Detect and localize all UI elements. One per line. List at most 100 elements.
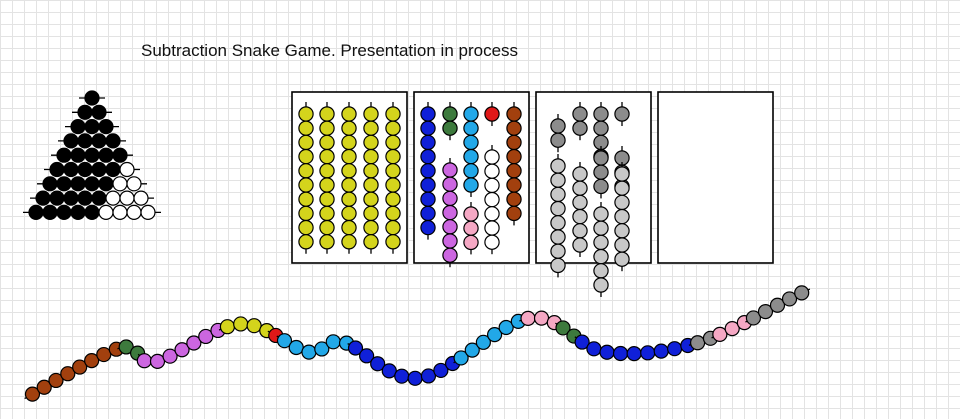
bead-yellow — [298, 134, 314, 151]
bead-light-gray — [572, 166, 588, 182]
bead-bar — [506, 102, 522, 226]
bead-pink — [724, 321, 740, 337]
bead-lavender — [442, 233, 458, 249]
bead-brown — [72, 359, 88, 375]
bead-gray — [572, 106, 588, 122]
snake-bar — [745, 285, 811, 326]
bead-dark-blue — [433, 362, 449, 379]
bead-gray — [614, 106, 630, 122]
bead-dark-green — [555, 320, 571, 336]
bead-yellow — [298, 163, 314, 179]
bead-brown — [506, 120, 522, 136]
bead-yellow — [385, 191, 401, 207]
bead-white — [484, 234, 500, 250]
bead-brown — [60, 366, 76, 382]
bead-light-gray — [593, 234, 609, 251]
bead-light-gray — [550, 257, 566, 274]
bead-white — [140, 204, 156, 220]
bead-white — [126, 204, 142, 220]
bead-yellow — [363, 148, 379, 165]
bead-white — [112, 176, 128, 192]
bead-black — [56, 176, 72, 192]
bead-light-gray — [614, 237, 630, 253]
triangle-bar — [65, 118, 119, 135]
bead-yellow — [319, 163, 335, 179]
bead-bar — [572, 102, 588, 141]
bead-lavender — [442, 219, 458, 235]
snake-bar — [574, 334, 697, 362]
bead-light-gray — [550, 229, 566, 245]
bead-lavender — [442, 176, 458, 192]
bead-gray — [745, 310, 762, 326]
bead-bar — [614, 102, 630, 126]
bead-gray — [572, 120, 588, 136]
bead-light-gray — [572, 180, 588, 196]
bead-black — [98, 147, 114, 163]
bead-yellow — [319, 191, 335, 207]
bead-black — [91, 161, 107, 178]
bead-black — [105, 161, 121, 178]
bead-black — [91, 104, 107, 120]
bead-yellow — [319, 219, 335, 236]
bead-boxes — [291, 91, 774, 297]
bead-light-blue — [475, 334, 491, 350]
bead-black — [77, 190, 93, 206]
bead-light-gray — [614, 180, 630, 196]
bead-white — [119, 161, 135, 178]
bead-white — [126, 176, 142, 192]
bead-brown — [506, 134, 522, 151]
bead-bar — [484, 145, 500, 255]
bead-yellow — [363, 106, 379, 122]
bead-bar — [593, 202, 609, 297]
bead-light-gray — [550, 200, 566, 217]
bead-yellow — [341, 163, 357, 179]
triangle-bar — [51, 147, 133, 163]
bead-bar — [572, 162, 588, 257]
box-4 — [657, 91, 774, 264]
bead-yellow — [363, 219, 379, 236]
snake-bar — [276, 333, 355, 360]
bead-yellow — [341, 191, 357, 207]
bead-dark-blue — [640, 345, 656, 361]
bead-dark-blue — [347, 340, 364, 356]
bead-yellow — [363, 134, 379, 151]
bead-brown — [506, 191, 522, 207]
bead-light-blue — [325, 334, 341, 350]
bead-white — [105, 190, 121, 206]
bead-yellow — [385, 205, 401, 222]
bead-lavender — [174, 342, 190, 358]
bead-gray — [550, 132, 566, 148]
bead-light-gray — [593, 206, 609, 222]
bead-yellow — [385, 219, 401, 236]
bead-dark-blue — [420, 368, 437, 384]
bead-yellow — [233, 316, 249, 332]
bead-dark-blue — [420, 219, 436, 236]
bead-lavender — [136, 353, 152, 369]
bead-yellow — [219, 319, 236, 335]
bead-light-blue — [288, 339, 304, 356]
bead-yellow — [319, 177, 335, 193]
bead-dark-blue — [626, 346, 642, 362]
bead-yellow — [246, 318, 262, 334]
bead-black — [98, 176, 114, 192]
triangle-bar — [79, 90, 105, 106]
bead-yellow — [319, 205, 335, 222]
bead-yellow — [319, 134, 335, 151]
bead-black — [63, 161, 79, 178]
bead-yellow — [298, 120, 314, 136]
bead-light-gray — [614, 208, 630, 225]
bead-black — [77, 161, 93, 178]
bead-light-gray — [593, 277, 609, 293]
bead-pink — [463, 206, 479, 222]
bead-black — [77, 133, 93, 149]
bead-bar — [319, 102, 335, 254]
bead-dark-blue — [574, 334, 590, 350]
bead-light-gray — [550, 158, 566, 174]
bead-brown — [36, 379, 52, 395]
bead-light-gray — [593, 220, 609, 236]
bead-light-gray — [593, 263, 609, 279]
bead-light-gray — [572, 208, 588, 225]
snake-bar — [347, 340, 461, 386]
page-title: Subtraction Snake Game. Presentation in … — [141, 41, 519, 60]
